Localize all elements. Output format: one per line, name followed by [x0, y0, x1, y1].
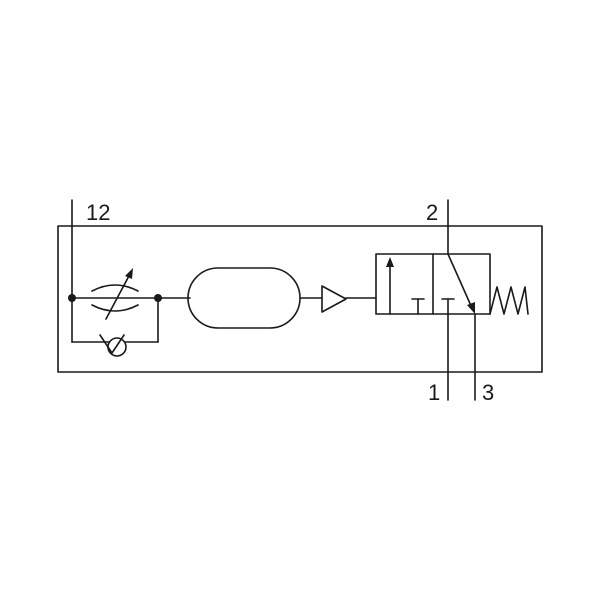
adjust-arrow-line [105, 273, 131, 320]
adjust-arrow-head [125, 268, 133, 279]
throttle-lower-curve [91, 304, 139, 312]
port-1-label: 1 [428, 380, 440, 405]
pilot-triangle [321, 285, 347, 313]
check-valve-ball [107, 337, 127, 357]
directional-valve-3-2 [375, 253, 529, 315]
throttle-upper-curve [91, 284, 139, 292]
one-way-flow-control-valve [68, 268, 191, 357]
port-3-label: 3 [482, 380, 494, 405]
right-square-arrow-head [467, 302, 475, 314]
spring-return-icon [489, 286, 529, 315]
housing-frame [57, 225, 543, 373]
left-square-arrow-head [386, 257, 394, 267]
air-reservoir [187, 267, 301, 329]
port-2-label: 2 [426, 200, 438, 225]
check-valve-seat [99, 334, 125, 354]
right-square-flow-line [447, 253, 473, 309]
port-12-label: 12 [86, 200, 110, 225]
